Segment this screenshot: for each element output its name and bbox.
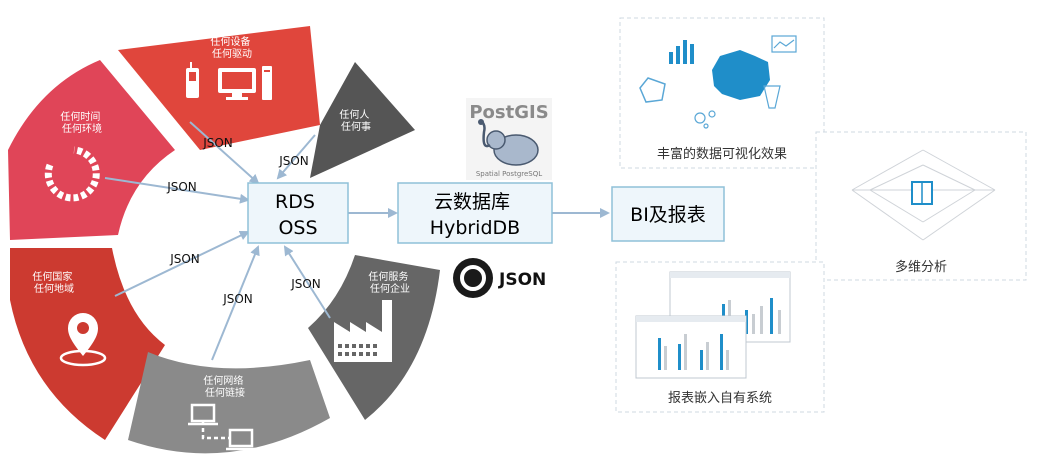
multidimensional-panel: 多维分析 [815,131,1027,281]
funnel-chart-icon [763,85,781,109]
svg-text:BI及报表: BI及报表 [630,204,706,226]
json-label-devices: JSON [202,136,233,150]
arrow-time [104,177,250,204]
ring [8,26,440,454]
china-map-icon [712,50,770,100]
visualization-panel: 丰富的数据可视化效果 [619,17,825,169]
time-label: 任何时间 任何环境 [60,110,103,135]
json-logo: JSON [453,258,546,298]
devices-label: 任何设备 任何驱动 [210,35,253,60]
phone-icon [186,62,199,98]
json-label-country: JSON [169,252,200,266]
bi-report-box: BI及报表 [611,186,725,242]
svg-text:JSON: JSON [498,270,546,290]
svg-text:RDS OSS: RDS OSS [275,191,321,239]
perspective-cube-icon [851,149,996,241]
json-arrows [104,121,610,361]
report-caption: 报表嵌入自有系统 [668,391,772,406]
country-label: 任何国家 任何地域 [32,270,75,295]
ring-segment-time [8,60,175,240]
json-label-network: JSON [222,292,253,306]
multidimensional-caption: 多维分析 [895,259,947,275]
network-label: 任何网络 任何链接 [203,374,246,399]
report-window-front [635,315,747,379]
service-label: 任何服务 任何企业 [368,270,411,295]
location-pin-icon [59,313,107,367]
json-label-time: JSON [166,180,197,194]
factory-icon [334,300,392,362]
svg-text:PostGIS: PostGIS [469,102,548,123]
json-label-people: JSON [278,154,309,168]
bar-chart-icon [669,40,694,64]
report-panel: 报表嵌入自有系统 [615,261,825,413]
radar-chart-icon [639,77,666,103]
arrow-devices [189,121,260,185]
desktop-computer-icon [218,66,272,100]
refresh-circle-icon [44,146,100,202]
people-label: 任何人 任何事 [339,108,372,133]
network-link-icon [188,403,256,451]
bubble-chart-icon [694,110,716,129]
elephant-icon [478,118,539,166]
postgis-logo: PostGIS Spatial PostgreSQL [466,98,552,180]
arrow-country [114,230,250,297]
visualization-caption: 丰富的数据可视化效果 [657,146,787,162]
arrow-network [211,245,260,361]
line-chart-icon [771,35,797,53]
ring-segment-people [310,62,415,178]
arrow-service [283,245,331,319]
json-label-service: JSON [290,277,321,291]
svg-text:云数据库 HybridDB: 云数据库 HybridDB [430,191,520,239]
svg-text:Spatial PostgreSQL: Spatial PostgreSQL [476,170,542,178]
ring-segment-network [128,352,330,454]
arrow-people [276,134,316,180]
rds-oss-box: RDS OSS [247,182,349,244]
cloud-database-box: 云数据库 HybridDB [397,182,553,244]
